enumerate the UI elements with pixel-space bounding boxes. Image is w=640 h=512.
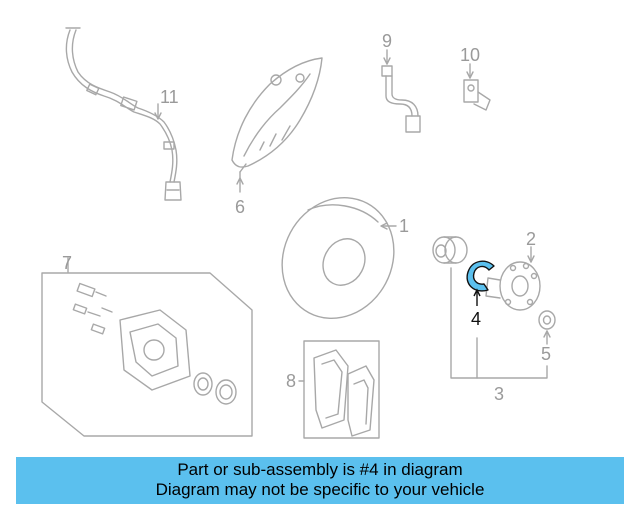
part-4-snap-ring-highlighted xyxy=(466,260,495,292)
banner-line-part: Part or sub-assembly is #4 in diagram xyxy=(177,460,463,479)
callout-3: 3 xyxy=(494,384,505,404)
part-2-wheel-hub xyxy=(485,261,541,311)
leader-1-arrow xyxy=(380,222,388,230)
callout-7: 7 xyxy=(62,253,73,273)
leader-2-arrow xyxy=(527,255,535,263)
part-1-brake-rotor xyxy=(281,196,395,320)
leader-9-arrow xyxy=(383,57,391,65)
part-9-brake-hose xyxy=(381,65,421,133)
part-11-abs-sensor-cable xyxy=(65,27,182,201)
callout-11: 11 xyxy=(160,87,179,107)
part-5-hub-nut xyxy=(538,310,556,330)
part-10-abs-sensor xyxy=(463,79,491,111)
leader-3-bracket xyxy=(450,267,548,379)
callout-2: 2 xyxy=(526,229,537,249)
leader-11-arrow xyxy=(154,112,162,120)
part-7-caliper-assembly xyxy=(41,272,253,437)
info-banner: Part or sub-assembly is #4 in diagram Di… xyxy=(16,457,624,504)
part-6-splash-shield xyxy=(231,57,323,173)
callout-9: 9 xyxy=(382,31,393,51)
leader-5-arrow xyxy=(543,330,551,338)
part-8-brake-pads xyxy=(303,340,380,439)
banner-line-disclaimer: Diagram may not be specific to your vehi… xyxy=(155,480,485,499)
leader-4-arrow xyxy=(473,288,481,297)
leader-10-arrow xyxy=(466,71,474,79)
parts-diagram xyxy=(41,27,556,439)
callout-5: 5 xyxy=(541,344,552,364)
callout-8: 8 xyxy=(286,371,297,391)
callout-4: 4 xyxy=(471,309,482,329)
leader-6-arrow xyxy=(236,177,244,185)
part-3-wheel-bearing xyxy=(432,236,468,264)
callout-1: 1 xyxy=(399,216,410,236)
callout-6: 6 xyxy=(235,197,246,217)
callout-10: 10 xyxy=(460,45,481,65)
